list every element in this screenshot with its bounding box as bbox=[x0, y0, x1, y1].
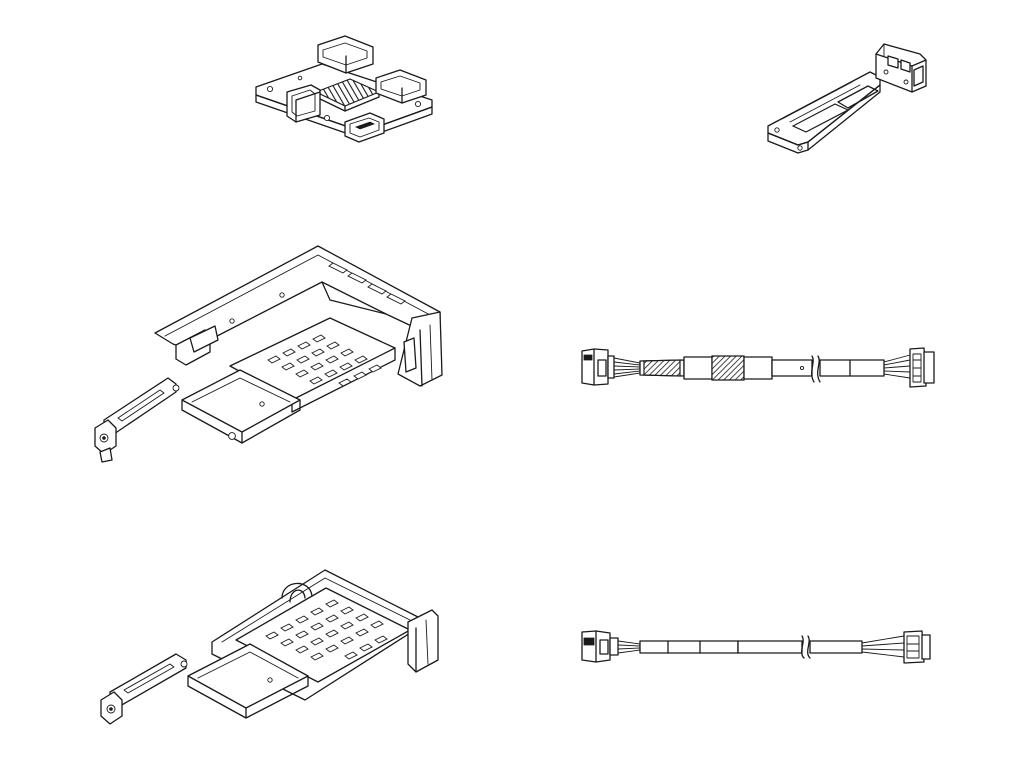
deck-slots bbox=[268, 335, 381, 386]
cable-long-connector-left bbox=[582, 349, 614, 385]
cable-long bbox=[582, 348, 934, 387]
connector-front bbox=[345, 113, 384, 142]
lever-arm-small bbox=[101, 654, 187, 724]
interposer-board bbox=[256, 36, 432, 142]
connector-left bbox=[287, 85, 320, 122]
cable-short-fanout-right bbox=[862, 636, 904, 657]
cable-long-fanout-left bbox=[614, 358, 640, 377]
cable-long-connector-right bbox=[910, 348, 934, 387]
cable-short-connector-left bbox=[582, 631, 618, 662]
connector-top bbox=[318, 36, 373, 73]
tray-bracket bbox=[876, 44, 926, 92]
lever-arm bbox=[95, 378, 179, 462]
riser-cage-large bbox=[95, 246, 442, 462]
deck-slots-small bbox=[266, 600, 387, 660]
connector-right bbox=[376, 70, 426, 103]
cable-short bbox=[582, 631, 930, 663]
riser-cage-small bbox=[101, 570, 438, 724]
cable-short-connector-right bbox=[904, 631, 930, 663]
cable-long-fanout-right bbox=[884, 355, 910, 378]
cable-short-fanout-left bbox=[618, 641, 640, 653]
drive-tray bbox=[768, 44, 926, 153]
